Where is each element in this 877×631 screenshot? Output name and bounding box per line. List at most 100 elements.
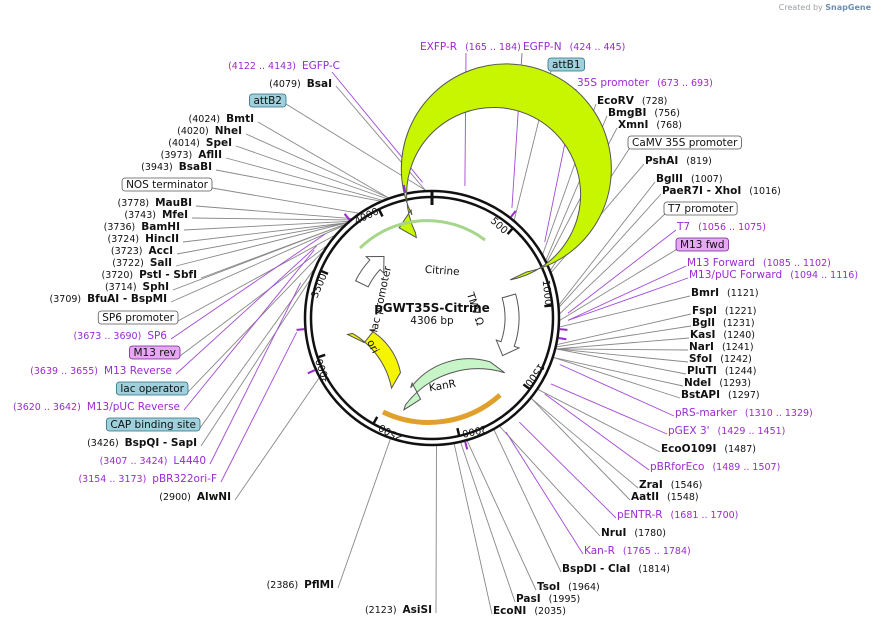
- label-sp6[interactable]: SP6(3673 .. 3690): [73, 330, 167, 342]
- enzyme-name: FspI: [692, 305, 717, 317]
- label-m13-fwd[interactable]: M13 fwd: [675, 237, 729, 252]
- label-alwni[interactable]: AlwNI(2900): [159, 491, 231, 503]
- label-bfuai[interactable]: BfuAI - BspMI(3709): [50, 293, 167, 305]
- enzyme-position: (1240): [723, 330, 755, 341]
- label-pasi[interactable]: PasI(1995): [516, 593, 580, 605]
- label-pflmi[interactable]: PflMI(2386): [267, 579, 334, 591]
- label-kasi[interactable]: KasI(1240): [690, 329, 755, 341]
- label-exfp-r[interactable]: EXFP-R(165 .. 184): [420, 41, 521, 53]
- label-sp6-promoter[interactable]: SP6 promoter: [97, 310, 179, 325]
- label-pbr322ori[interactable]: pBR322ori-F(3154 .. 3173): [78, 473, 217, 485]
- feature-box: [129, 345, 181, 360]
- enzyme-position: (1121): [727, 288, 759, 299]
- label-sphi[interactable]: SphI(3714): [105, 281, 169, 293]
- label-psti[interactable]: PstI - SbfI(3720): [101, 269, 197, 281]
- label-bspdi[interactable]: BspDI - ClaI(1814): [562, 563, 670, 575]
- ring-tick-label: 2500: [377, 421, 405, 443]
- feature-box-text: lac operator: [120, 383, 184, 395]
- label-zrai[interactable]: ZraI(1546): [639, 479, 702, 491]
- primer-range: (424 .. 445): [570, 42, 626, 53]
- enzyme-position: (1016): [749, 186, 781, 197]
- label-asisi[interactable]: AsiSI(2123): [365, 604, 432, 616]
- label-bmri[interactable]: BmrI(1121): [691, 287, 759, 299]
- enzyme-name: BspQI - SapI: [125, 437, 197, 449]
- label-nos-terminator[interactable]: NOS terminator: [121, 177, 213, 192]
- label-t7-promoter[interactable]: T7 promoter: [663, 201, 738, 216]
- label-maubi[interactable]: MauBI(3778): [117, 197, 192, 209]
- label-tsoi[interactable]: TsoI(1964): [537, 581, 600, 593]
- enzyme-position: (4079): [269, 79, 301, 90]
- leader-line: [175, 245, 317, 375]
- label-mfei[interactable]: MfeI(3743): [124, 209, 188, 221]
- label-bglii[interactable]: BglII(1007): [656, 173, 723, 185]
- label-m13puc-forward[interactable]: M13/pUC Forward(1094 .. 1116): [689, 269, 858, 281]
- label-35s-promoter[interactable]: 35S promoter(673 .. 693): [577, 77, 713, 89]
- leader-line: [550, 383, 668, 435]
- label-pentr-r[interactable]: pENTR-R(1681 .. 1700): [617, 509, 738, 521]
- label-bamhi[interactable]: BamHI(3736): [104, 221, 180, 233]
- label-attb2[interactable]: attB2: [249, 93, 287, 108]
- label-aatii[interactable]: AatII(1548): [631, 491, 699, 503]
- label-pshai[interactable]: PshAI(819): [645, 155, 712, 167]
- label-aflii[interactable]: AflII(3973): [161, 149, 222, 161]
- label-nhei[interactable]: NheI(4020): [177, 125, 242, 137]
- enzyme-name: PshAI: [645, 155, 678, 167]
- label-egfp-c[interactable]: EGFP-C(4122 .. 4143): [228, 60, 340, 72]
- primer-mark: [464, 441, 469, 450]
- label-l4440[interactable]: L4440(3407 .. 3424): [100, 455, 206, 467]
- leader-line: [505, 431, 584, 555]
- primer-range: (1765 .. 1784): [623, 546, 691, 557]
- label-bspqi[interactable]: BspQI - SapI(3426): [87, 437, 197, 449]
- label-econi[interactable]: EcoNI(2035): [493, 605, 566, 617]
- label-lac-operator[interactable]: lac operator: [115, 381, 189, 396]
- label-t7[interactable]: T7(1056 .. 1075): [676, 221, 766, 233]
- feature-box-text: attB2: [253, 95, 282, 107]
- label-bsabi[interactable]: BsaBI(3943): [141, 161, 212, 173]
- label-pbrforeco[interactable]: pBRforEco(1489 .. 1507): [650, 461, 780, 473]
- enzyme-position: (2386): [267, 580, 299, 591]
- leader-line: [175, 222, 347, 267]
- label-sfoi[interactable]: SfoI(1242): [689, 353, 752, 365]
- enzyme-position: (1293): [719, 378, 751, 389]
- label-cap-binding[interactable]: CAP binding site: [105, 417, 201, 432]
- label-bsai[interactable]: BsaI(4079): [269, 78, 332, 90]
- label-hincii[interactable]: HincII(3724): [108, 233, 180, 245]
- ori-arrow: [346, 328, 402, 390]
- enzyme-position: (2035): [534, 606, 566, 617]
- label-xmni[interactable]: XmnI(768): [618, 119, 682, 131]
- label-acci[interactable]: AccI(3723): [111, 245, 173, 257]
- label-attb1[interactable]: attB1: [547, 57, 585, 72]
- label-kan-r[interactable]: Kan-R(1765 .. 1784): [584, 545, 691, 557]
- primer-marks: [296, 184, 568, 450]
- label-fspi[interactable]: FspI(1221): [692, 305, 756, 317]
- enzyme-name: BsaBI: [179, 161, 212, 173]
- leader-line: [245, 133, 389, 199]
- label-m13puc-reverse[interactable]: M13/pUC Reverse(3620 .. 3642): [13, 401, 180, 413]
- label-bstapi[interactable]: BstAPI(1297): [681, 389, 760, 401]
- enzyme-position: (3973): [161, 150, 193, 161]
- label-bmti[interactable]: BmtI(4024): [189, 113, 254, 125]
- label-bmgbi[interactable]: BmgBI(756): [608, 107, 680, 119]
- label-paer7i[interactable]: PaeR7I - XhoI(1016): [662, 185, 781, 197]
- label-nari[interactable]: NarI(1241): [689, 341, 754, 353]
- label-m13-reverse[interactable]: M13 Reverse(3639 .. 3655): [30, 365, 172, 377]
- primer-range: (165 .. 184): [465, 42, 521, 53]
- label-camv-35s[interactable]: CaMV 35S promoter: [627, 135, 742, 150]
- label-ndei[interactable]: NdeI(1293): [684, 377, 751, 389]
- label-pgex3[interactable]: pGEX 3'(1429 .. 1451): [668, 425, 785, 437]
- primer-mark: [558, 337, 567, 341]
- label-nrui[interactable]: NruI(1780): [601, 527, 666, 539]
- leader-line: [553, 357, 681, 399]
- label-sali[interactable]: SalI(3722): [112, 257, 172, 269]
- label-m13-rev[interactable]: M13 rev: [129, 345, 181, 360]
- enzyme-position: (4014): [168, 138, 200, 149]
- label-ecorv[interactable]: EcoRV(728): [597, 95, 667, 107]
- label-bgli[interactable]: BglI(1231): [692, 317, 755, 329]
- label-m13-forward[interactable]: M13 Forward(1085 .. 1102): [687, 257, 831, 269]
- label-ecoo109i[interactable]: EcoO109I(1487): [661, 443, 756, 455]
- label-plutl[interactable]: PluTI(1244): [687, 365, 756, 377]
- label-spei[interactable]: SpeI(4014): [168, 137, 232, 149]
- orange-segment: [381, 393, 502, 425]
- label-prs-marker[interactable]: pRS-marker(1310 .. 1329): [675, 407, 813, 419]
- label-egfp-n[interactable]: EGFP-N(424 .. 445): [523, 41, 625, 53]
